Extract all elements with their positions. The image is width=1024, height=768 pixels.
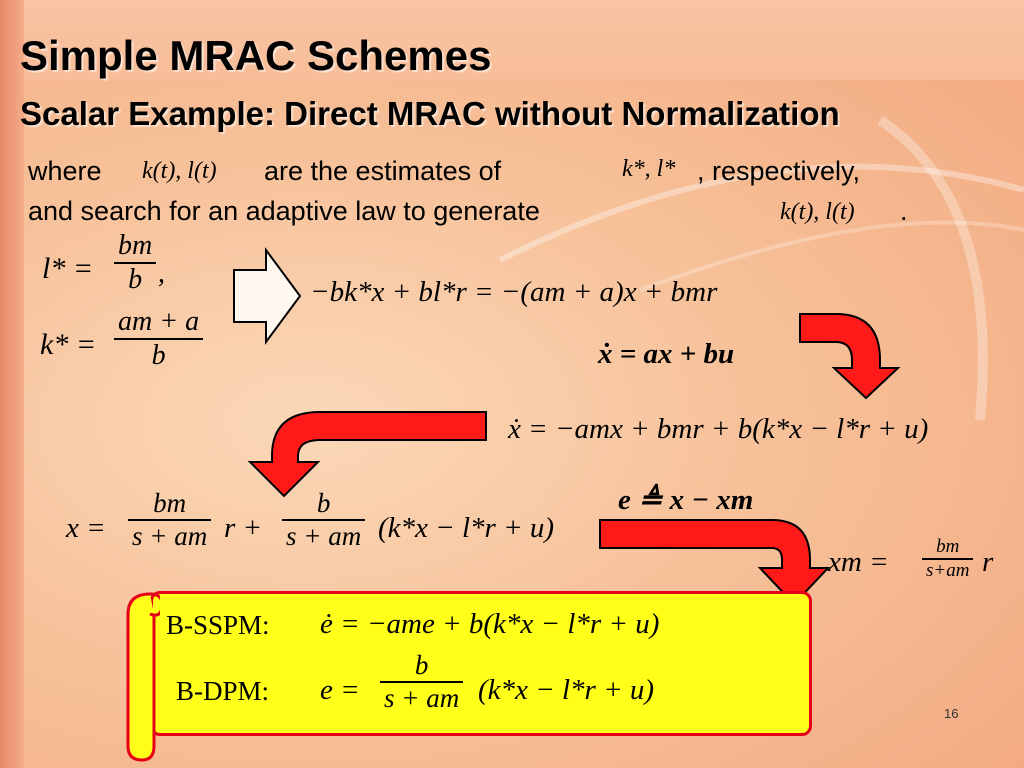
bdpm-fraction: b s + am	[380, 650, 464, 714]
eq-x-frac1-den: s + am	[132, 521, 208, 551]
title-band	[0, 0, 1024, 80]
eq-x-frac1: bm s + am	[128, 488, 212, 552]
eq-kstar-fraction: am + a b	[114, 306, 204, 372]
eq-lstar-lhs: l* =	[42, 252, 94, 285]
eq-kstar-den: b	[151, 340, 166, 371]
fraction-bar	[922, 558, 974, 560]
eq-x-tail: (k*x − l*r + u)	[378, 512, 555, 544]
left-accent-bar	[0, 0, 24, 768]
eq-x-frac2-num: b	[316, 488, 331, 518]
eq-xm-den: s+am	[926, 560, 970, 581]
text-adaptive-law: and search for an adaptive law to genera…	[28, 196, 540, 226]
slide-subtitle: Scalar Example: Direct MRAC without Norm…	[20, 95, 840, 132]
eq-matching: −bk*x + bl*r = −(am + a)x + bmr	[310, 276, 718, 308]
fraction-bar	[114, 338, 204, 340]
eq-xm-r: r	[982, 546, 994, 578]
eq-xm-lhs: xm =	[828, 546, 889, 578]
eq-error-def: e ≜ x − xm	[618, 484, 754, 516]
text-respectively: , respectively,	[697, 156, 861, 186]
slide-title: Simple MRAC Schemes	[20, 32, 492, 79]
eq-closed-loop: ẋ = −amx + bmr + b(k*x − l*r + u)	[508, 413, 929, 445]
text-estimates: are the estimates of	[264, 156, 502, 186]
bdpm-den: s + am	[384, 683, 460, 713]
bdpm-num: b	[414, 650, 429, 680]
text-k-l-star: k*, l*	[622, 156, 676, 182]
fraction-bar	[282, 519, 366, 521]
eq-x-frac2: b s + am	[282, 488, 366, 552]
bdpm-lhs: e =	[320, 674, 360, 706]
text-period: .	[900, 196, 908, 226]
text-where: where	[28, 156, 102, 186]
curved-arrow-left-down-icon	[247, 411, 487, 498]
fraction-bar	[114, 262, 157, 264]
text-k-l-t: k(t), l(t)	[142, 158, 217, 184]
page-number: 16	[944, 706, 959, 721]
curved-arrow-right-down-icon	[799, 313, 901, 400]
bsspm-label: B-SSPM:	[166, 610, 270, 640]
scroll-curl-icon	[126, 592, 160, 762]
text-k-l-t-2: k(t), l(t)	[780, 199, 855, 225]
fraction-bar	[380, 681, 464, 683]
callout-box	[150, 591, 812, 736]
eq-x-frac1-num: bm	[153, 488, 187, 518]
eq-kstar-num: am + a	[118, 306, 200, 337]
eq-lstar-fraction: bm b	[114, 230, 157, 296]
eq-x-frac2-den: s + am	[286, 521, 362, 551]
eq-kstar-lhs: k* =	[40, 328, 97, 361]
eq-x-r-plus: r +	[224, 512, 263, 544]
bsspm-equation: ė = −ame + b(k*x − l*r + u)	[320, 608, 660, 640]
eq-plant: ẋ = ax + bu	[598, 338, 735, 370]
implies-arrow-icon	[233, 246, 302, 346]
eq-lstar-den: b	[128, 264, 143, 295]
eq-xm-fraction: bm s+am	[922, 536, 974, 582]
fraction-bar	[128, 519, 212, 521]
eq-xm-num: bm	[936, 536, 960, 557]
eq-x-lhs: x =	[66, 512, 106, 544]
eq-lstar-num: bm	[118, 230, 153, 261]
bdpm-tail: (k*x − l*r + u)	[478, 674, 655, 706]
bdpm-label: B-DPM:	[176, 676, 270, 706]
eq-lstar-comma: ,	[158, 258, 165, 289]
